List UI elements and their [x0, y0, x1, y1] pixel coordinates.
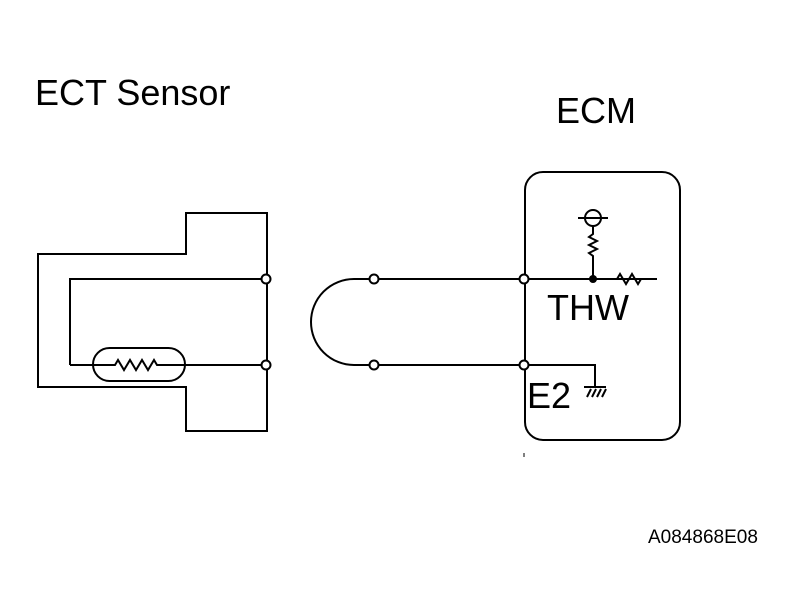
e2-line — [528, 364, 596, 387]
e2-terminal-label: E2 — [527, 375, 571, 416]
sensor-terminal-1 — [260, 273, 272, 285]
thermistor-icon — [70, 358, 265, 372]
series-resistor-icon — [593, 272, 642, 286]
junction-dot — [589, 275, 597, 283]
harness-terminal-2 — [368, 359, 380, 371]
ecm-terminal-e2 — [518, 359, 530, 371]
sensor-housing — [37, 212, 268, 432]
ecm-terminal-thw — [518, 273, 530, 285]
sensor-internal-wire — [69, 278, 265, 365]
thw-terminal-label: THW — [547, 287, 629, 328]
ecm-box — [524, 171, 681, 441]
ecm-title: ECM — [556, 90, 636, 131]
sensor-terminal-2 — [260, 359, 272, 371]
sensor-title: ECT Sensor — [35, 72, 230, 113]
harness-loop — [310, 278, 374, 366]
figure-id: A084868E08 — [648, 527, 758, 548]
harness-terminal-1 — [368, 273, 380, 285]
pullup-resistor-icon — [586, 226, 600, 279]
ground-icon — [584, 386, 607, 398]
